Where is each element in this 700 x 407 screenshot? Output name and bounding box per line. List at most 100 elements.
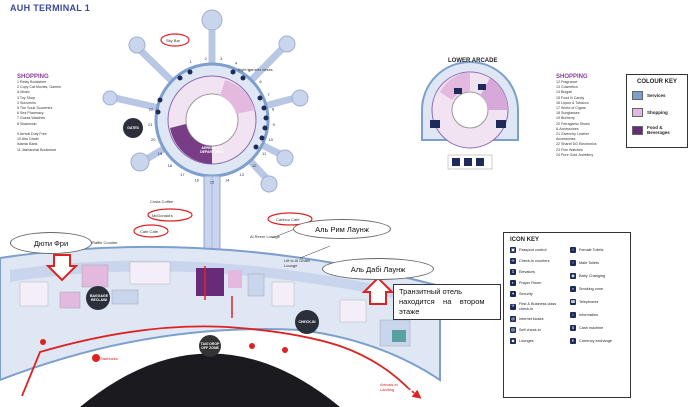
icon-key-item: ≈Smoking zone	[570, 286, 624, 292]
icon-key-item: ⇕Elevators	[510, 269, 564, 275]
shop-list-item: 7 Guess Watches	[17, 116, 46, 121]
check-in-label: CHECK-IN	[298, 320, 316, 324]
gate-number: 14	[225, 178, 230, 183]
gate-number: 4	[235, 60, 238, 65]
baggage-reclaim-label: BAGGAGE RECLAIM	[89, 294, 109, 302]
icon-key-item: ◉Baby Changing	[570, 273, 624, 279]
gates-badge	[123, 118, 143, 138]
shop-list-item: 15 Food N Candy	[556, 95, 585, 100]
shop-list-item: 14 Bulgari	[556, 90, 573, 95]
colour-swatch	[632, 108, 643, 117]
gate-number: 13	[239, 172, 244, 177]
icon-key-label: Internet kiosks	[519, 316, 544, 321]
shop-list-item: 6 Sea Pharmacy	[17, 111, 44, 116]
icon-key-item: ✈Check-in counters	[510, 258, 564, 264]
icon-key-item: €Currency exchange	[570, 338, 624, 344]
gate-number: 6	[259, 79, 262, 84]
shop-list-item: 23 Fine Watches	[556, 147, 583, 152]
baggage-reclaim-badge	[86, 286, 110, 310]
note-line-1: Транзитный отель	[399, 287, 463, 296]
shop-list-item: 21 Givenchy Leather	[556, 132, 590, 137]
male-toilet-icon: ♂	[570, 259, 576, 266]
shop-list-item: & Music	[17, 90, 30, 95]
icon-key-item: ▣Passport control	[510, 247, 564, 253]
colour-key-label: Food & Beverages	[647, 125, 670, 135]
lower-arcade-map	[421, 61, 519, 170]
gate-number: 18	[168, 163, 173, 168]
first-class-icon: ✈	[510, 303, 516, 310]
shop-list-item: 19 Burberry	[556, 116, 575, 121]
telephone-icon: ☎	[570, 298, 576, 305]
icon-key-label: Telephones	[579, 299, 599, 304]
transit-hotel-arrow	[361, 276, 395, 305]
check-in-badge	[295, 310, 319, 334]
icon-key-title: ICON KEY	[510, 237, 540, 243]
colour-key-item: Shopping	[632, 108, 682, 117]
icon-key-label: Female Toilets	[579, 247, 604, 252]
colour-swatch	[632, 125, 643, 135]
icon-key-item: ◐Prayer Room	[510, 280, 564, 286]
sky-bar-label: Sky Bar	[166, 38, 181, 43]
gate-number: 1	[190, 59, 193, 64]
icon-key-label: Elevators	[519, 269, 535, 274]
shop-list-item: 1 Relay Bookstore	[17, 80, 47, 84]
shopping-heading: SHOPPING	[17, 74, 49, 80]
shop-list-item: 17 World of Cigars	[556, 106, 586, 111]
internet-icon: @	[510, 315, 516, 322]
shop-list-item: 2 Copy Cat Movies, Games	[17, 85, 61, 90]
passport-icon: ▣	[510, 246, 516, 253]
gate-number: 16	[194, 178, 199, 183]
shop-list-item: & Accessories	[556, 126, 579, 131]
shop-list-item: 16 Liquor & Tobacco	[556, 100, 589, 105]
note-line-3: этаже	[399, 307, 420, 316]
shop-list-item: 24 Pure Gold Jewellery	[556, 152, 594, 157]
icon-key-item: ◆Lounges	[510, 338, 564, 344]
colour-key-item: Food & Beverages	[632, 125, 682, 135]
gate-number: 19	[158, 151, 163, 156]
colour-swatch	[632, 91, 643, 100]
gate-number: 7	[267, 92, 270, 97]
icon-key-item: ✈First & Business class check-in	[510, 302, 564, 311]
taxi-drop-off-label: TAXI DROP OFF ZONE	[200, 342, 220, 350]
gate-number: 2	[205, 56, 208, 61]
shop-list-item: 13 Cosmetics	[556, 85, 578, 90]
check-in-icon: ✈	[510, 257, 516, 264]
costa-coffee-label: Costa Coffee	[150, 199, 174, 204]
map-title: AUH TERMINAL 1	[10, 3, 91, 13]
gate-number: 15	[210, 180, 215, 185]
route-line	[21, 325, 409, 397]
shop-list-item: 4 Souvenirs	[17, 100, 36, 105]
gate-number: 8	[272, 107, 275, 112]
shop-list-item: Accessories	[556, 137, 576, 142]
icon-key-label: Male Toilets	[579, 260, 599, 265]
shop-list-item: 9 Arrival Duty Free	[17, 132, 47, 137]
gate-number: 20	[151, 137, 156, 142]
pier-ends	[102, 9, 309, 193]
raffle-counter-label: Raffle Counter	[92, 240, 118, 245]
terminal-shops	[19, 261, 411, 347]
gates-label: GATES	[127, 126, 139, 130]
security-icon: ✦	[510, 290, 516, 297]
shop-list-item: 22 Sharaf DG Electronics	[556, 142, 597, 147]
lower-arcade-label: LOWER ARCADE	[448, 58, 498, 64]
shop-list-item: 3 Toy Shop	[17, 95, 35, 100]
gate-dots	[155, 69, 269, 150]
colour-key-label: Shopping	[647, 110, 668, 115]
shop-list-item: Islamic Bank	[17, 142, 38, 147]
gate-number: 22	[149, 107, 154, 112]
gate-number: 11	[262, 151, 267, 156]
icon-key-item: @Internet kiosks	[510, 316, 564, 322]
starbucks-label: Starbucks	[100, 356, 118, 361]
flight-transfer-label: flight transfer desks	[238, 67, 273, 72]
shop-list-item: 20 Ferragamo Shoes	[556, 121, 590, 126]
smoking-icon: ≈	[570, 285, 576, 292]
duty-free-arrow	[45, 254, 79, 282]
icon-key-item: ✦Security	[510, 291, 564, 297]
arrivals-departures-label: ARRIVALS & DEPARTURES	[200, 146, 224, 154]
